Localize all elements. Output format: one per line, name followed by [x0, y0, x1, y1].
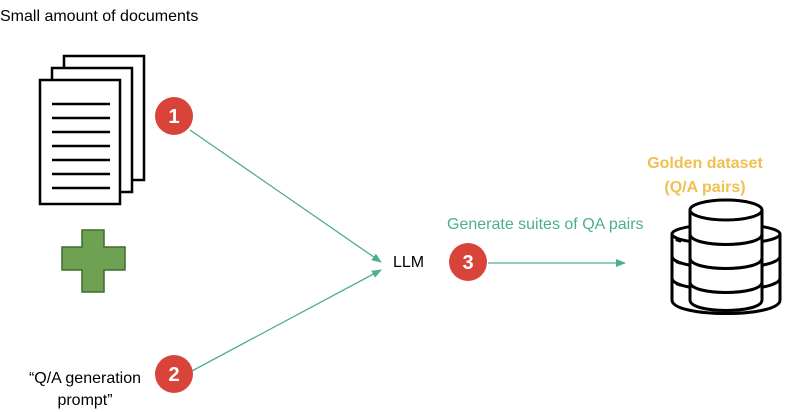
golden-line-2: (Q/A pairs) [664, 179, 746, 196]
svg-text:1: 1 [168, 106, 179, 128]
prompt-label: “Q/A generation prompt” [20, 368, 150, 412]
step-badge-1: 1 [155, 97, 193, 135]
step-badge-2: 2 [155, 355, 193, 393]
svg-text:3: 3 [462, 252, 473, 274]
arrow-prompt-to-llm [189, 269, 382, 373]
prompt-line-2: prompt” [57, 392, 113, 409]
prompt-line-1: “Q/A generation [28, 370, 142, 387]
database-icon [670, 198, 782, 315]
generate-label: Generate suites of QA pairs [447, 216, 644, 233]
golden-dataset-label: Golden dataset (Q/A pairs) [640, 152, 770, 200]
documents-stack-icon [38, 54, 146, 206]
documents-title: Small amount of documents [0, 8, 199, 25]
plus-icon [61, 229, 126, 293]
svg-text:2: 2 [168, 364, 179, 386]
golden-line-1: Golden dataset [647, 155, 763, 172]
step-badge-3: 3 [449, 243, 487, 281]
llm-label: LLM [393, 254, 425, 271]
arrow-docs-to-llm [189, 129, 382, 263]
